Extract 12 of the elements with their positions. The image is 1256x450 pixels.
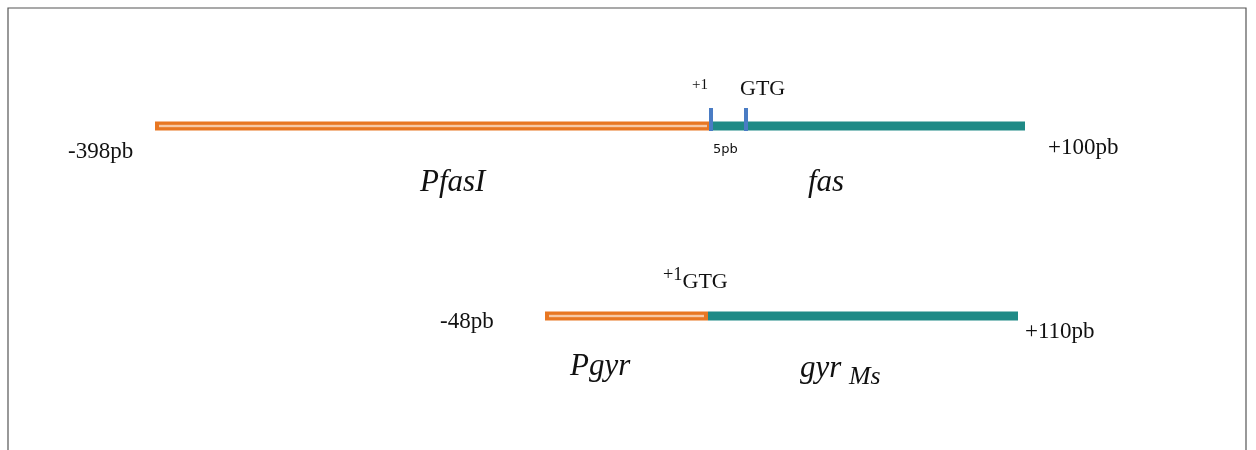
promoter-label: Pgyr bbox=[570, 348, 631, 383]
position-label: -48pb bbox=[440, 308, 494, 334]
gene-label: gyr $_{Ms}$ bbox=[800, 350, 881, 391]
position-label: +1 bbox=[692, 76, 708, 93]
position-label: +100pb bbox=[1048, 134, 1119, 160]
promoter-label: PfasI bbox=[420, 164, 486, 199]
length-label: 5pb bbox=[713, 142, 738, 157]
position-label: +110pb bbox=[1025, 318, 1095, 344]
position-label: -398pb bbox=[68, 138, 134, 164]
gene-label: fas bbox=[808, 164, 845, 199]
codon-label: $^{+1}$GTG bbox=[663, 264, 728, 294]
codon-label: GTG bbox=[740, 76, 786, 101]
